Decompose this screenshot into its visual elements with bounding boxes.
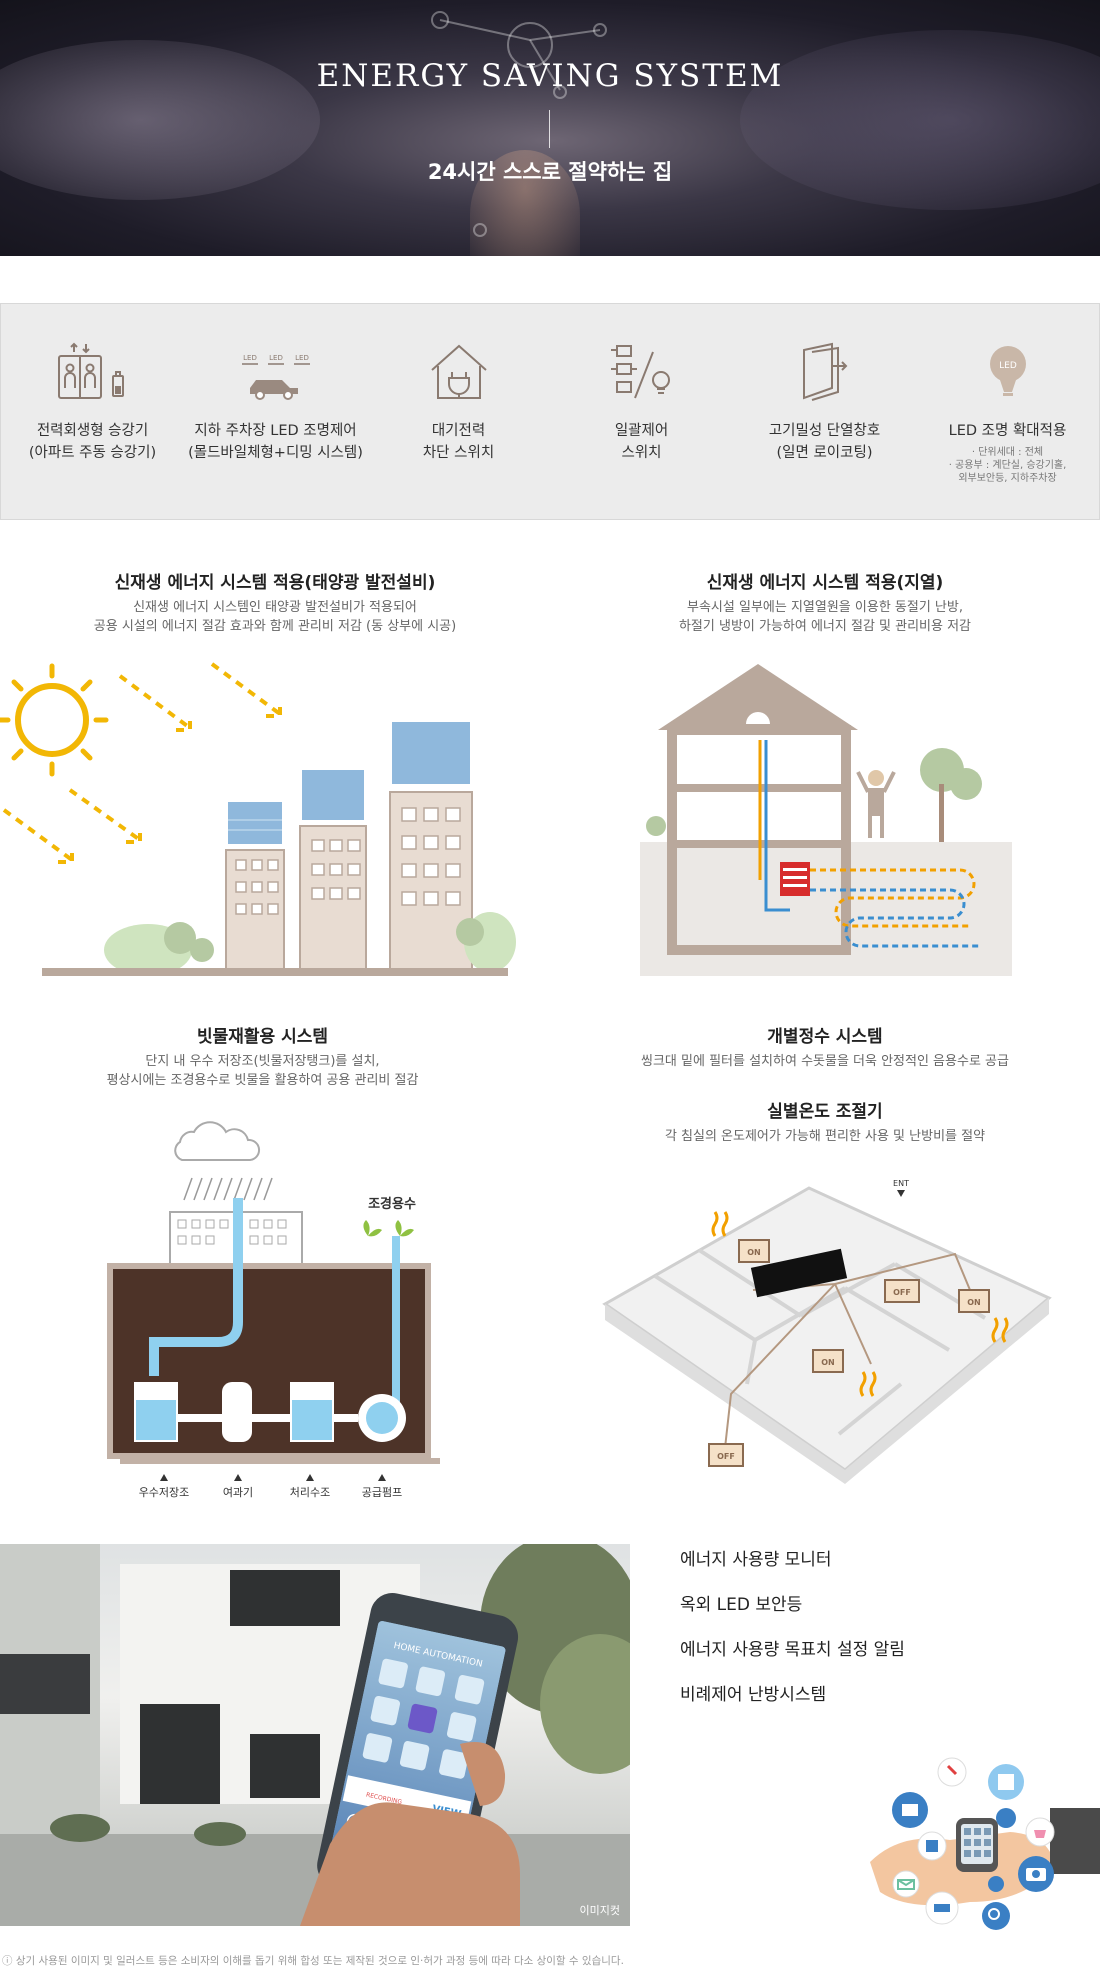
feature-led-parking: LED LED LED 지하 주차장 LED 조명제어 (몰드바일체형+디밍 시스… (184, 340, 367, 464)
feature-label: LED 조명 확대적용 (948, 423, 1067, 439)
landscape-water-label: 조경용수 (368, 1196, 416, 1212)
energy-features-bar: 전력회생형 승강기 (아파트 주동 승강기) LED LED LED 지하 주차장… (0, 303, 1100, 520)
window-icon (733, 340, 916, 404)
feature-label: 차단 스위치 (422, 445, 495, 461)
hero-divider (549, 110, 550, 148)
purifier-title: 개별정수 시스템 (767, 1027, 883, 1047)
image-cut-caption: 이미지컷 (579, 1904, 620, 1917)
hero-subtitle: 24시간 스스로 절약하는 집 (427, 160, 673, 184)
geothermal-title: 신재생 에너지 시스템 적용(지열) (706, 573, 944, 593)
feature-note: · 공용부 : 계단실, 승강기홀, (948, 460, 1067, 471)
heat-icon (711, 1211, 1009, 1397)
rainwater-illustration: 조경용수 우수저장조 여과기 처리수조 공급펌프 (107, 1121, 440, 1499)
led-text: LED (243, 354, 257, 362)
led-text: LED (295, 354, 309, 362)
thermostat-title: 실별온도 조절기 (767, 1102, 883, 1122)
feature-label: (일면 로이코팅) (776, 445, 873, 461)
feature-label: 일괄제어 (614, 423, 669, 439)
smartwatch-illustration (870, 1757, 1100, 1930)
pump-label: 공급펌프 (362, 1486, 402, 1499)
geothermal-description: 부속시설 일부에는 지열열원을 이용한 동절기 난방,하절기 냉방이 가능하여 … (678, 600, 972, 634)
thermostat-on-tag: ON (747, 1248, 761, 1257)
switch-bulb-icon (550, 340, 733, 404)
sun-icon (0, 663, 109, 777)
thermostat-off-tag: OFF (893, 1288, 911, 1297)
treated-tank-label: 처리수조 (290, 1486, 330, 1499)
feature-label: 지하 주차장 LED 조명제어 (194, 423, 357, 439)
thermostat-description: 각 침실의 온도제어가 가능해 편리한 사용 및 난방비를 절약 (664, 1129, 986, 1144)
solar-illustration (0, 662, 516, 976)
feature-elevator: 전력회생형 승강기 (아파트 주동 승강기) (1, 340, 184, 464)
feature-list-item: 비례제어 난방시스템 (680, 1685, 827, 1705)
hero-glow (0, 40, 320, 200)
purifier-description: 씽크대 밑에 필터를 설치하여 수돗물을 더욱 안정적인 음용수로 공급 (641, 1054, 1009, 1069)
solar-title: 신재생 에너지 시스템 적용(태양광 발전설비) (114, 573, 436, 593)
thermostat-on-tag: ON (967, 1298, 981, 1307)
filter-label: 여과기 (223, 1486, 253, 1499)
feature-list-item: 옥외 LED 보안등 (680, 1595, 803, 1615)
hero-banner: ENERGY SAVING SYSTEM 24시간 스스로 절약하는 집 (0, 0, 1100, 256)
hero-title: ENERGY SAVING SYSTEM (316, 58, 784, 94)
feature-label: (아파트 주동 승강기) (28, 445, 157, 461)
feature-label: 전력회생형 승강기 (36, 423, 149, 439)
feature-insulated-window: 고기밀성 단열창호 (일면 로이코팅) (733, 340, 916, 464)
led-bulb-icon: LED (916, 340, 1099, 404)
rainwater-title: 빗물재활용 시스템 (196, 1027, 329, 1047)
smartphone-photo: HOME AUTOMATION RECORDING VIEW 이미지컷 (0, 1544, 630, 1926)
feature-label: 고기밀성 단열창호 (768, 423, 881, 439)
elevator-icon (1, 340, 184, 404)
feature-led-lighting: LED LED 조명 확대적용 · 단위세대 : 전체 · 공용부 : 계단실,… (916, 340, 1099, 485)
feature-note: · 단위세대 : 전체 (971, 447, 1044, 458)
entrance-label: ENT (893, 1179, 909, 1188)
feature-label: 스위치 (621, 445, 662, 461)
thermostat-on-tag: ON (821, 1358, 835, 1367)
led-parking-icon: LED LED LED (184, 340, 367, 404)
rainwater-description: 단지 내 우수 저장조(빗물저장탱크)를 설치,평상시에는 조경용수로 빗물을 … (106, 1054, 419, 1088)
feature-list-item: 에너지 사용량 모니터 (680, 1550, 832, 1570)
person-icon (856, 770, 896, 838)
geothermal-illustration (640, 664, 1012, 976)
feature-list-item: 에너지 사용량 목표치 설정 알림 (680, 1640, 905, 1660)
led-text: LED (999, 361, 1017, 371)
house-plug-icon (367, 340, 550, 404)
app-icons (892, 1757, 1055, 1930)
hero-network-graphic (431, 11, 607, 237)
tank-label: 우수저장조 (139, 1486, 190, 1499)
feature-note: 외부보안등, 지하주차장 (958, 473, 1057, 484)
led-text: LED (269, 354, 283, 362)
feature-label: 대기전력 (431, 423, 486, 439)
thermostat-off-tag: OFF (717, 1452, 735, 1461)
floorplan-illustration: ENT ON ON OFF ON OFF (602, 1179, 1052, 1484)
feature-label: (몰드바일체형+디밍 시스템) (188, 445, 363, 461)
hero-hand-image (470, 150, 580, 256)
disclaimer-text: ⓘ 상기 사용된 이미지 및 일러스트 등은 소비자의 이해를 돕기 위해 합성… (2, 1955, 624, 1967)
hero-glow (740, 30, 1100, 210)
